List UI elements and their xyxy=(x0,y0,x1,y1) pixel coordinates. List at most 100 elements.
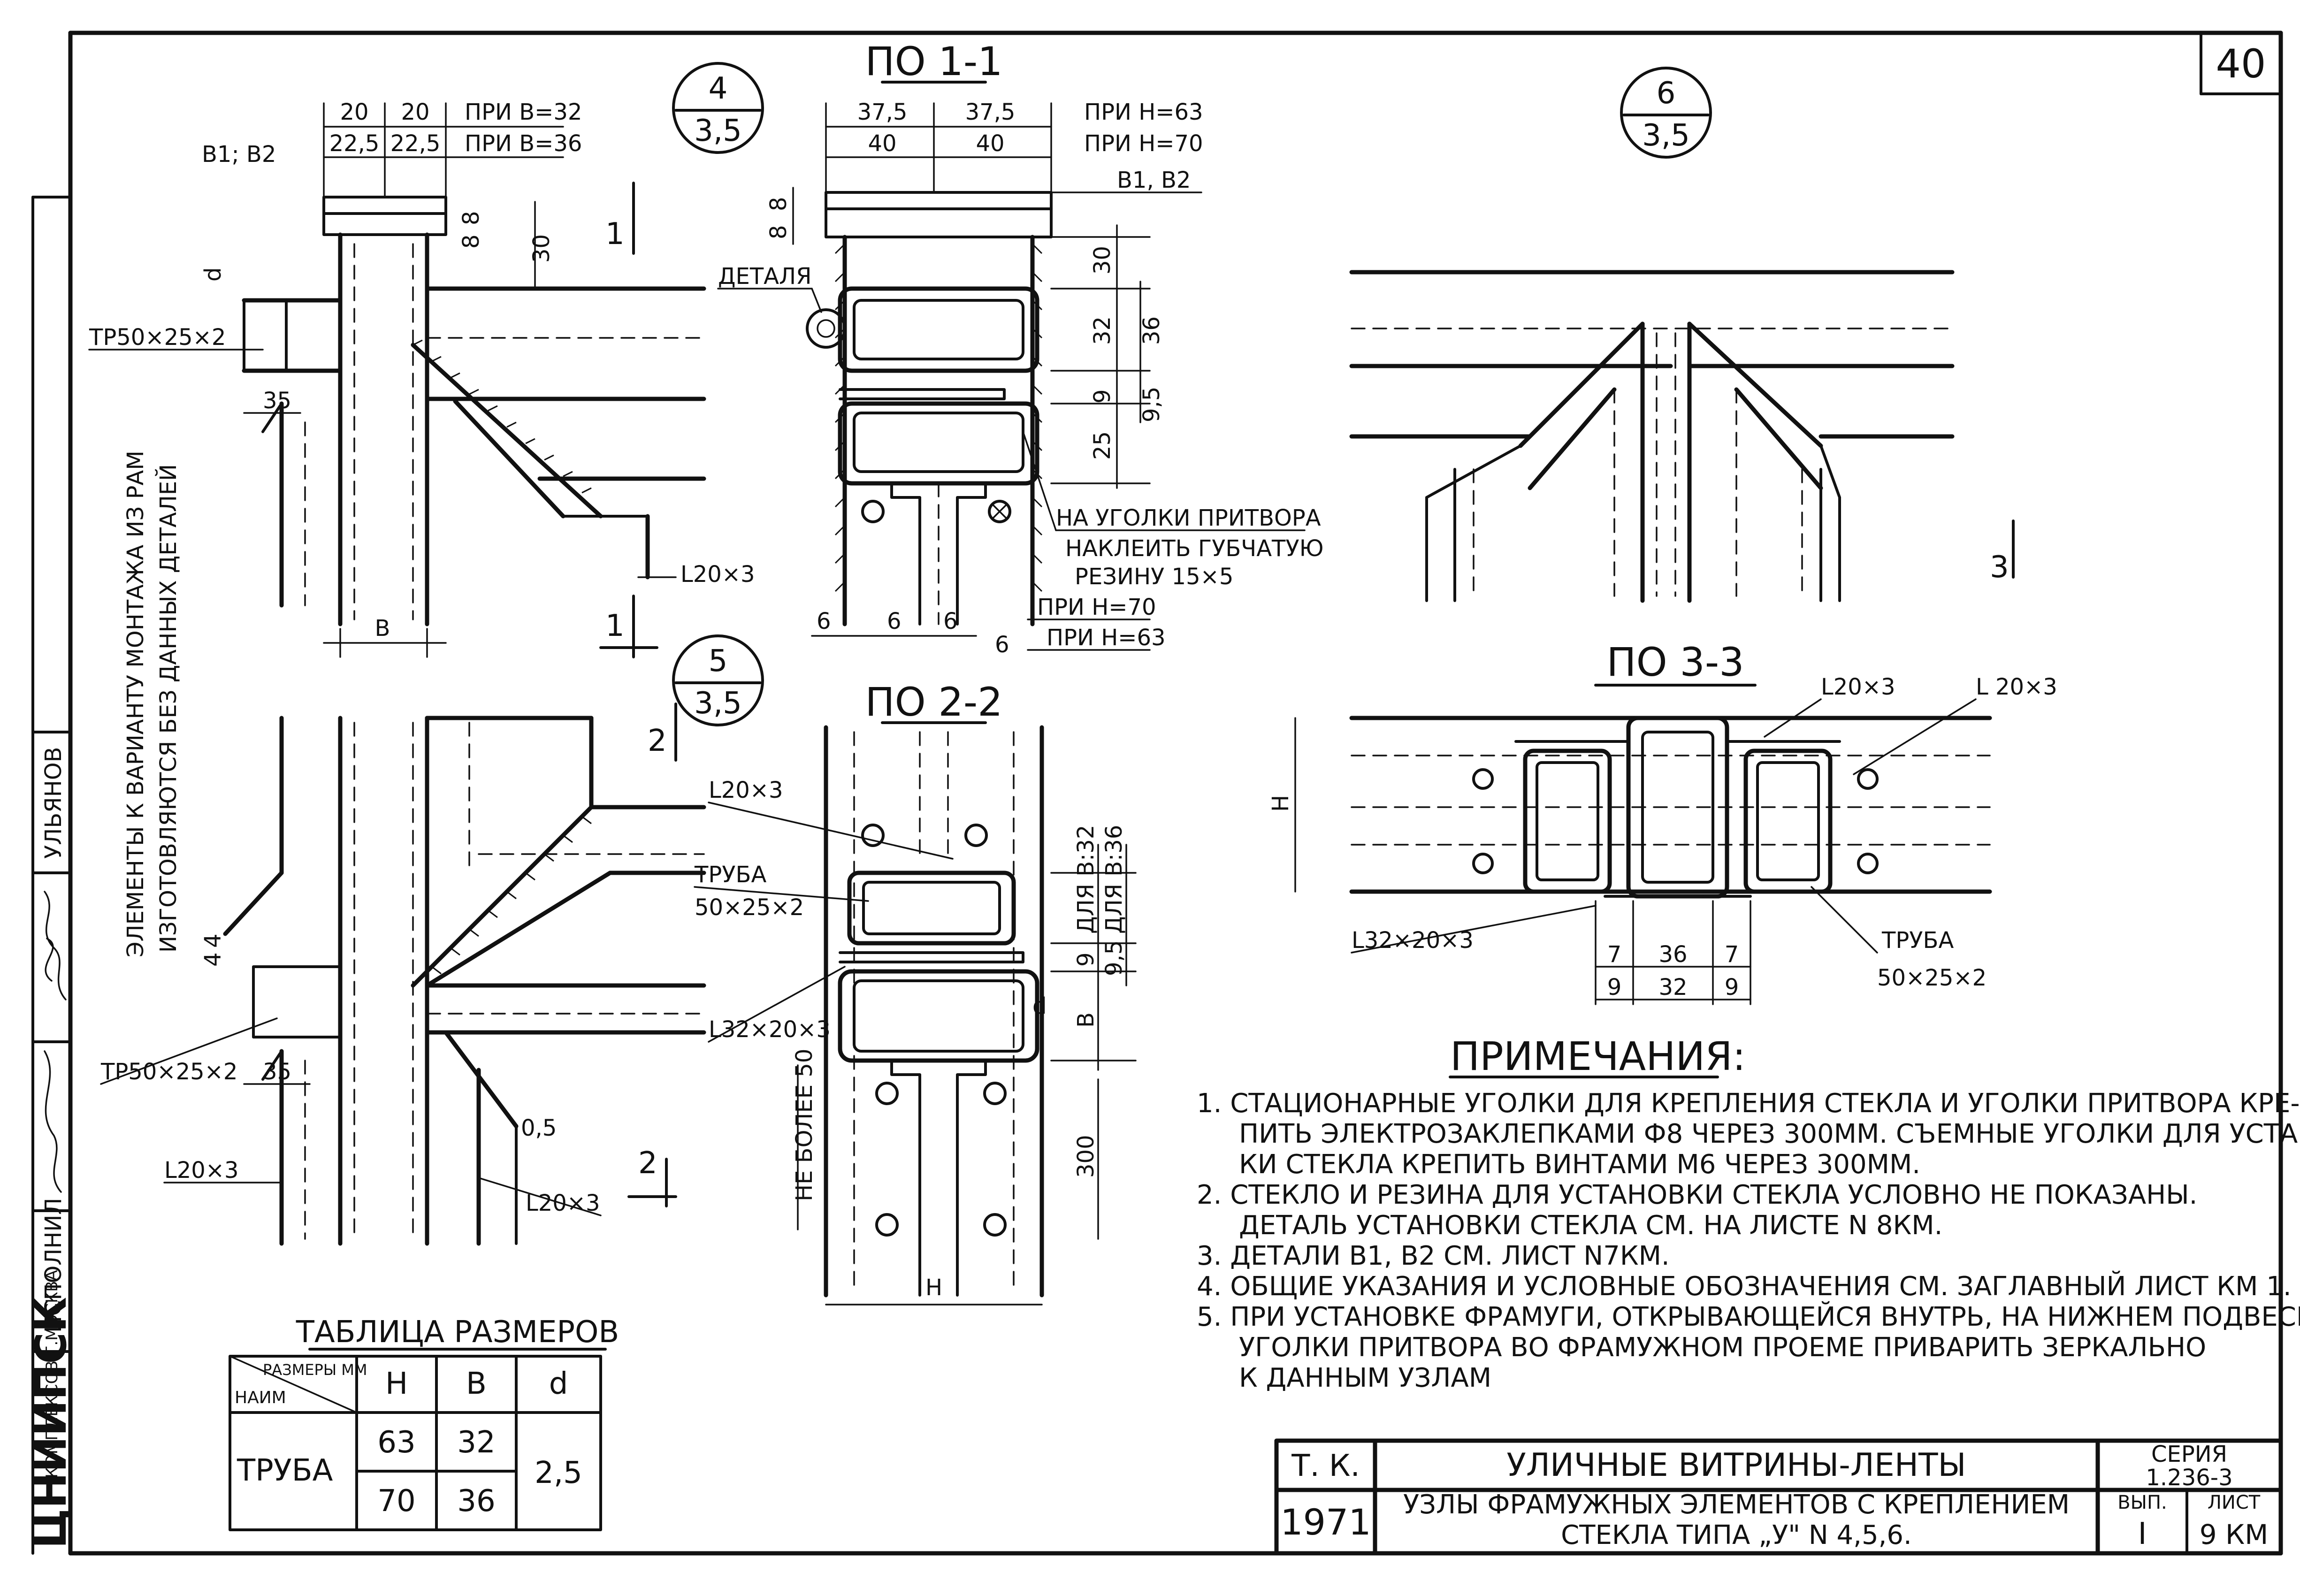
d4-section-mark-bottom: 1 xyxy=(605,609,625,643)
s11-dim-6c: 6 xyxy=(943,608,958,634)
table-cell-h1: 63 xyxy=(377,1425,415,1460)
detail-4-number: 4 xyxy=(709,71,728,106)
d4-dim-4: 22,5 xyxy=(329,130,380,157)
table-cell-h2: 70 xyxy=(377,1484,415,1519)
s11-note-2: НАКЛЕИТЬ ГУБЧАТУЮ xyxy=(1065,535,1323,562)
d4-dim-d: d xyxy=(200,267,226,282)
notes-title: ПРИМЕЧАНИЯ: xyxy=(1450,1033,1746,1079)
section-2-2-title: ПО 2-2 xyxy=(865,679,1002,725)
vertical-note-line-1: ЭЛЕМЕНТЫ К ВАРИАНТУ МОНТАЖА ИЗ РАМ xyxy=(122,451,149,957)
d5-dim-35: 35 xyxy=(263,1059,291,1085)
section-2-2: ПО 2-2 L20×3 ТРУБА 50×25×2 L32×20×3 xyxy=(694,679,1137,1306)
d5-label-angle-left: L20×3 xyxy=(164,1157,239,1184)
table-row-name: ТРУБА xyxy=(237,1453,333,1488)
detail-6: 6 3,5 3 xyxy=(1349,67,2015,603)
note-line-9: УГОЛКИ ПРИТВОРА ВО ФРАМУЖНОМ ПРОЕМЕ ПРИВ… xyxy=(1239,1332,2206,1363)
s11-dim-1: 37,5 xyxy=(857,99,908,125)
s11-label-detail: ДЕТАЛЯ xyxy=(718,263,811,290)
s33-dim-9a: 9 xyxy=(1607,974,1622,1000)
s11-note-1: НА УГОЛКИ ПРИТВОРА xyxy=(1056,505,1321,531)
page-number: 40 xyxy=(2216,41,2266,87)
s11-dim-2: 37,5 xyxy=(965,99,1016,125)
detail-6-section-mark: 3 xyxy=(1990,550,2009,585)
s22-label-angle: L20×3 xyxy=(709,777,783,803)
s22-label-tube-size: 50×25×2 xyxy=(695,894,804,921)
s33-label-angle-left: L20×3 xyxy=(1821,674,1895,700)
s11-dim-36: 36 xyxy=(1139,316,1165,345)
d4-dim-2: 20 xyxy=(401,99,429,125)
table-corner-top: РАЗМЕРЫ ММ xyxy=(263,1361,367,1379)
s22-dim-b36: ДЛЯ В:36 xyxy=(1101,825,1127,934)
table-corner-bottom: НАИМ xyxy=(235,1388,286,1407)
title-block-sheet-value: 9 КМ xyxy=(2200,1519,2269,1550)
d4-dim-8b: 8 xyxy=(458,234,484,249)
note-line-10: К ДАННЫМ УЗЛАМ xyxy=(1239,1363,1491,1393)
detail-5-ref: 3,5 xyxy=(694,686,742,721)
d4-dim-5: 22,5 xyxy=(390,130,441,157)
s22-label-angle-2: L32×20×3 xyxy=(709,1016,831,1043)
title-block-issue-label: ВЫП. xyxy=(2117,1492,2167,1513)
s22-dim-300: 300 xyxy=(1073,1135,1099,1178)
s11-dim-30: 30 xyxy=(1089,246,1116,275)
table-cell-b2: 36 xyxy=(457,1484,495,1519)
s11-note-3: РЕЗИНУ 15×5 xyxy=(1075,564,1233,590)
detail-4: 4 3,5 20 20 ПРИ В=32 22,5 22,5 ПРИ В=36 … xyxy=(88,62,764,658)
d4-dim-3: ПРИ В=32 xyxy=(465,99,582,125)
title-block-subtitle-1: УЗЛЫ ФРАМУЖНЫХ ЭЛЕМЕНТОВ С КРЕПЛЕНИЕМ xyxy=(1403,1489,2070,1520)
s22-dim-h: Н xyxy=(925,1275,942,1301)
detail-6-number: 6 xyxy=(1657,76,1676,111)
note-line-5: ДЕТАЛЬ УСТАНОВКИ СТЕКЛА СМ. НА ЛИСТЕ N 8… xyxy=(1239,1210,1942,1241)
s11-dim-8b: 8 xyxy=(765,225,792,239)
s11-dim-9-5: 9,5 xyxy=(1139,387,1165,422)
title-block-series-value: 1.236-3 xyxy=(2146,1465,2232,1491)
detail-6-ref: 3,5 xyxy=(1642,118,1690,153)
s33-dim-9b: 9 xyxy=(1725,974,1739,1000)
s11-dim-32: 32 xyxy=(1089,316,1116,345)
s11-label-b1b2: В1, В2 xyxy=(1117,167,1191,193)
s22-dim-9-5: 9,5 xyxy=(1101,940,1127,976)
section-3-3-title: ПО 3-3 xyxy=(1606,639,1744,685)
s11-dim-h70: ПРИ Н=70 xyxy=(1037,594,1156,620)
table-cell-d: 2,5 xyxy=(535,1456,582,1490)
d5-section-mark-bottom: 2 xyxy=(638,1146,657,1181)
s22-dim-b32: ДЛЯ В:32 xyxy=(1073,825,1099,934)
signature-mark-2 xyxy=(44,1050,62,1193)
d4-dim-30: 30 xyxy=(528,234,555,263)
table-header-b: В xyxy=(466,1367,487,1401)
d5-dim-4a: 4 xyxy=(200,933,226,948)
d4-section-mark-top: 1 xyxy=(605,217,625,252)
s33-label-tube: ТРУБА xyxy=(1881,927,1954,954)
d4-label-b1b2: В1; В2 xyxy=(202,141,276,168)
stamp-role: ИСПОЛНИЛ xyxy=(40,1198,67,1333)
s11-dim-4: 40 xyxy=(868,130,896,157)
s11-dim-6: ПРИ Н=70 xyxy=(1084,130,1203,157)
note-line-4: 2. СТЕКЛО И РЕЗИНА ДЛЯ УСТАНОВКИ СТЕКЛА … xyxy=(1197,1180,2197,1210)
s22-label-tube: ТРУБА xyxy=(694,862,766,888)
title-block-series-label: СЕРИЯ xyxy=(2151,1441,2227,1467)
d4-dim-1: 20 xyxy=(340,99,368,125)
detail-5-number: 5 xyxy=(709,644,728,679)
d5-label-tube: ТР50×25×2 xyxy=(100,1059,237,1085)
s33-dim-h: Н xyxy=(1268,795,1294,812)
s11-dim-9: 9 xyxy=(1089,389,1116,404)
d4-dim-b: В xyxy=(375,615,390,641)
s33-dim-7a: 7 xyxy=(1607,941,1622,968)
dimensions-table: ТАБЛИЦА РАЗМЕРОВ РАЗМЕРЫ ММ НАИМ Н В d Т… xyxy=(229,1315,619,1531)
section-3-3: ПО 3-3 L20×3 L 20×3 Н L32×20×3 ТРУБ xyxy=(1268,639,2057,1005)
note-line-1: 1. СТАЦИОНАРНЫЕ УГОЛКИ ДЛЯ КРЕПЛЕНИЯ СТЕ… xyxy=(1197,1088,2300,1119)
d5-section-mark-top: 2 xyxy=(648,724,667,758)
title-block-subtitle-2: СТЕКЛА ТИПА „У" N 4,5,6. xyxy=(1561,1520,1912,1550)
s11-dim-6d: 6 xyxy=(995,632,1009,658)
d4-dim-35: 35 xyxy=(263,388,291,414)
note-line-6: 3. ДЕТАЛИ В1, В2 СМ. ЛИСТ N7КМ. xyxy=(1197,1241,1670,1271)
section-1-1-title: ПО 1-1 xyxy=(865,38,1002,84)
s11-dim-h63: ПРИ Н=63 xyxy=(1047,625,1166,651)
d4-label-angle: L20×3 xyxy=(680,561,755,588)
s33-dim-36: 36 xyxy=(1658,941,1687,968)
s22-dim-max50: НЕ БОЛЕЕ 50 xyxy=(791,1049,818,1201)
s22-dim-9: 9 xyxy=(1073,952,1099,967)
left-margin-stamp: УЛЬЯНОВ ИСПОЛНИЛ КОМПЛЕКСОВ Г.МОСКВА ЦНИ… xyxy=(26,196,76,1555)
vertical-note-line-2: ИЗГОТОВЛЯЮТСЯ БЕЗ ДАННЫХ ДЕТАЛЕЙ xyxy=(155,464,182,953)
title-block-year: 1971 xyxy=(1280,1501,1371,1543)
